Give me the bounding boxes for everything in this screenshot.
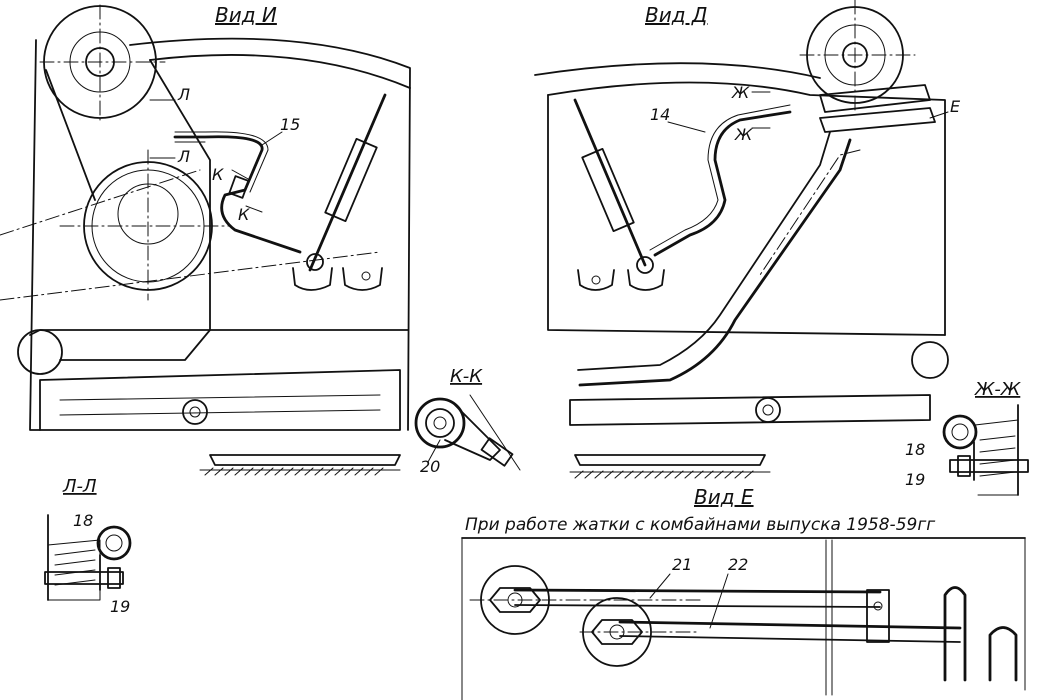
- callout-18-zh: 18: [905, 440, 925, 459]
- view-d-title: Вид Д: [645, 3, 708, 27]
- section-zhzh-drawing: [942, 404, 1029, 496]
- callout-21: 21: [672, 555, 692, 574]
- view-i-title: Вид И: [215, 3, 277, 27]
- callout-18-ll: 18: [73, 511, 93, 530]
- callout-20: 20: [420, 457, 440, 476]
- cut-mark-l-bottom: Л: [177, 147, 190, 166]
- callout-19-ll: 19: [110, 597, 130, 616]
- cut-mark-k-right: К: [238, 205, 250, 224]
- cut-mark-k-left: К: [212, 165, 224, 184]
- view-e-title: Вид Е: [694, 485, 754, 509]
- view-i-drawing: [0, 4, 411, 476]
- section-zhzh-title: Ж-Ж: [974, 379, 1021, 400]
- callout-15: 15: [280, 115, 300, 134]
- view-d-drawing: [534, 0, 949, 479]
- section-kk-drawing: [414, 394, 521, 471]
- cut-mark-zh-top: Ж: [731, 83, 750, 102]
- callout-22: 22: [728, 555, 748, 574]
- view-e-drawing: [461, 537, 1026, 700]
- view-e-note: При работе жатки с комбайнами выпуска 19…: [465, 515, 935, 535]
- cut-mark-l-top: Л: [177, 85, 190, 104]
- section-ll-drawing: [44, 514, 132, 601]
- section-kk-title: К-К: [450, 366, 483, 387]
- section-ll-title: Л-Л: [62, 476, 97, 497]
- cut-mark-e-arrow: Е: [950, 97, 961, 116]
- callout-19-zh: 19: [905, 470, 925, 489]
- cut-mark-zh-bottom: Ж: [734, 125, 753, 144]
- callout-14: 14: [650, 105, 670, 124]
